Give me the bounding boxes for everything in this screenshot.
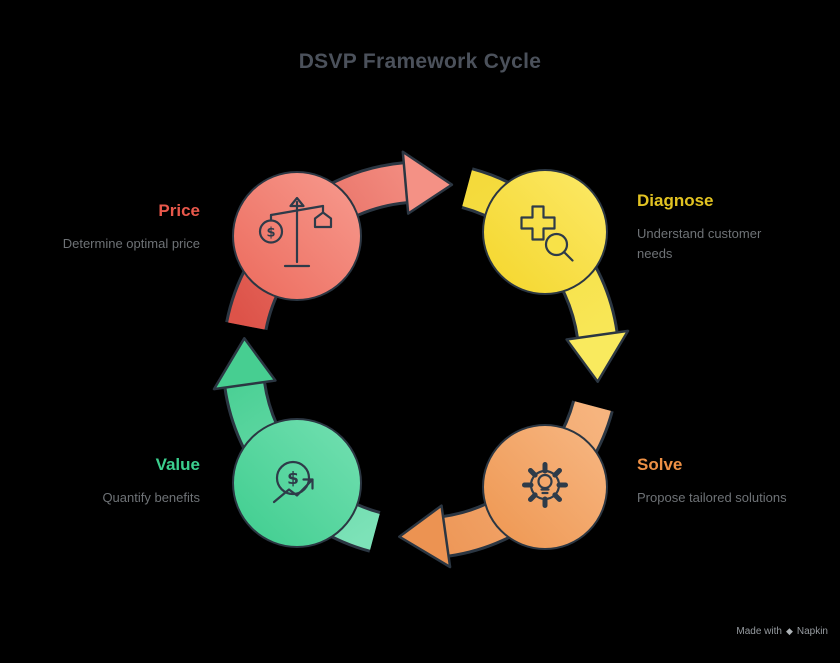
price-label-block: Price Determine optimal price bbox=[63, 201, 200, 254]
value-description: Quantify benefits bbox=[102, 490, 200, 505]
value-node: $ bbox=[232, 418, 362, 548]
solve-description: Propose tailored solutions bbox=[637, 490, 787, 505]
dollar-growth-icon: $ bbox=[272, 460, 314, 504]
made-with-text: Made with bbox=[736, 626, 782, 637]
dollar-glyph: $ bbox=[287, 469, 299, 489]
price-node: $ bbox=[232, 171, 362, 301]
value-label-block: Value Quantify benefits bbox=[102, 455, 200, 508]
price-label: Price bbox=[158, 201, 200, 220]
solve-label: Solve bbox=[637, 455, 683, 474]
page-title: DSVP Framework Cycle bbox=[298, 50, 542, 73]
cross-magnifier-icon bbox=[520, 205, 574, 262]
watermark: Made with ◆ Napkin bbox=[736, 626, 828, 637]
diagnose-description: Understand customer needs bbox=[637, 226, 762, 262]
price-description: Determine optimal price bbox=[62, 236, 200, 251]
diagnose-label: Diagnose bbox=[637, 191, 714, 210]
value-label: Value bbox=[155, 455, 200, 474]
napkin-logo-icon: ◆ bbox=[785, 626, 793, 636]
diagnose-node bbox=[482, 169, 608, 295]
balance-scale-icon: $ bbox=[258, 196, 333, 268]
solve-label-block: Solve Propose tailored solutions bbox=[637, 455, 787, 508]
dollar-glyph: $ bbox=[266, 226, 275, 241]
diagnose-label-block: Diagnose Understand customer needs bbox=[637, 191, 799, 264]
gear-lightbulb-icon bbox=[522, 462, 568, 508]
solve-node bbox=[482, 424, 608, 550]
brand-name: Napkin bbox=[796, 626, 828, 637]
